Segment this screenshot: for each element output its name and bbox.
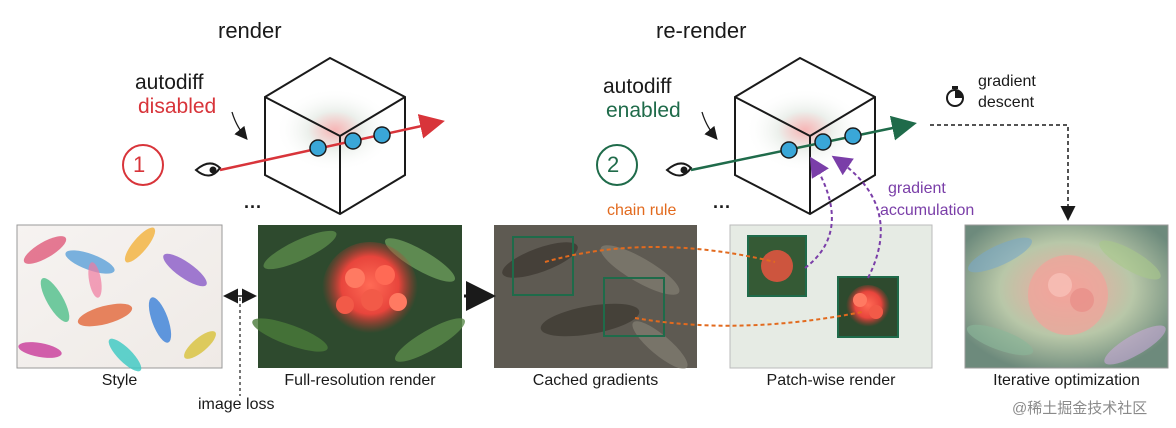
step-number-1: 1: [133, 152, 146, 177]
eye-icon-right: [665, 162, 693, 177]
caption-optimization: Iterative optimization: [993, 372, 1140, 389]
watermark: @稀土掘金技术社区: [1012, 400, 1148, 417]
gradient-accum-label-2: accumulation: [880, 202, 975, 219]
full-render-panel: [252, 225, 465, 368]
caption-patchwise: Patch-wise render: [766, 372, 896, 389]
gradient-descent-label-1: gradient: [978, 73, 1036, 90]
chain-rule-label: chain rule: [607, 202, 677, 219]
ellipsis-right: ...: [713, 192, 732, 212]
ellipsis-left: ...: [244, 192, 263, 212]
stopwatch-icon: [946, 86, 964, 107]
caption-cached-gradients: Cached gradients: [532, 372, 659, 389]
ray-red: [219, 114, 445, 172]
caption-style: Style: [101, 372, 138, 389]
autodiff-disabled-label: disabled: [138, 95, 217, 118]
pointer-arrow-left: [231, 111, 248, 140]
title-render: render: [218, 18, 282, 43]
autodiff-label-left: autodiff: [135, 71, 204, 94]
style-panel: [16, 224, 223, 372]
ray-green: [690, 115, 917, 172]
chain-rule-arc-2: [634, 311, 863, 327]
optimization-panel: [964, 224, 1169, 369]
step-circle-2: [596, 144, 638, 186]
step-circle-1: [122, 144, 164, 186]
cached-gradients-panel: [494, 225, 697, 369]
sample-points-right: [780, 127, 862, 159]
gradient-accum-arrow-2: [831, 155, 882, 279]
step-number-2: 2: [607, 152, 620, 177]
image-loss-label: image loss: [198, 396, 275, 413]
gradient-descent-connector: [930, 124, 1076, 221]
sample-points-left: [309, 126, 391, 157]
autodiff-label-right: autodiff: [603, 75, 672, 98]
patchwise-panel: [729, 224, 933, 369]
gradient-descent-label-2: descent: [978, 94, 1035, 111]
eye-icon-left: [194, 162, 222, 177]
caption-full-render: Full-resolution render: [284, 372, 436, 389]
title-rerender: re-render: [656, 18, 747, 43]
pointer-arrow-right: [701, 111, 718, 140]
gradient-accum-label-1: gradient: [888, 180, 946, 197]
autodiff-enabled-label: enabled: [606, 99, 681, 122]
